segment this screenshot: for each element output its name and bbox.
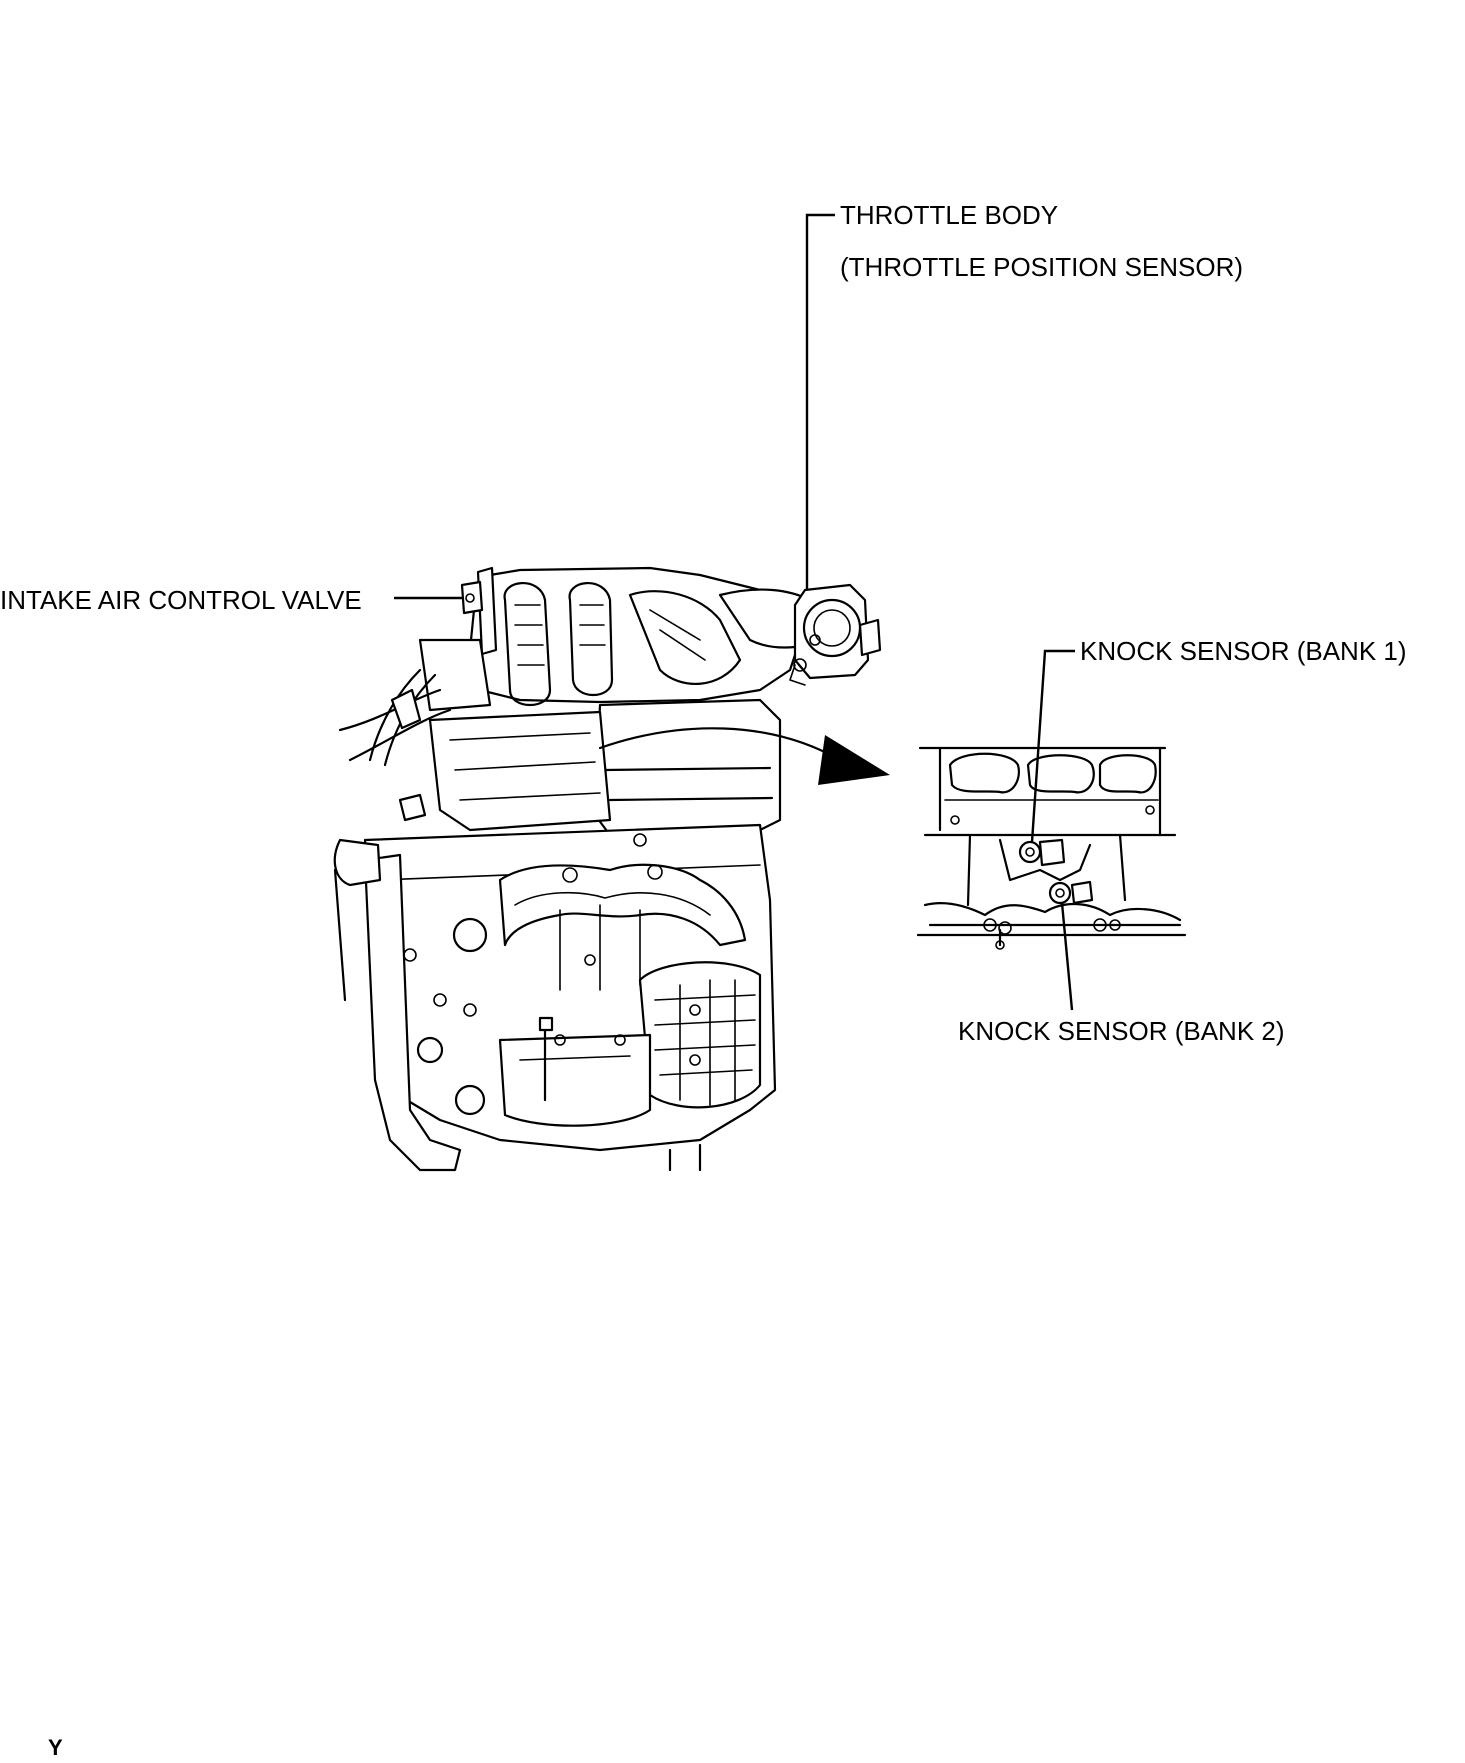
knock-sensor-detail-view — [916, 746, 1187, 950]
figure-code: Y — [48, 1735, 63, 1760]
throttle-body-part — [789, 583, 882, 686]
label-knock-sensor-bank1: KNOCK SENSOR (BANK 1) — [1080, 636, 1407, 666]
label-intake-air-control-valve: INTAKE AIR CONTROL VALVE — [0, 585, 362, 615]
engine-illustration — [333, 566, 882, 1172]
detail-arrow — [598, 727, 890, 785]
leader-lines — [394, 213, 1075, 1011]
label-throttle-body: THROTTLE BODY — [840, 200, 1058, 230]
intake-air-control-valve-part — [460, 566, 498, 656]
label-knock-sensor-bank2: KNOCK SENSOR (BANK 2) — [958, 1016, 1285, 1046]
label-throttle-position-sensor: (THROTTLE POSITION SENSOR) — [840, 252, 1243, 282]
knock-sensor-bank2-part — [1048, 880, 1094, 905]
knock-sensor-bank1-part — [1018, 838, 1066, 867]
